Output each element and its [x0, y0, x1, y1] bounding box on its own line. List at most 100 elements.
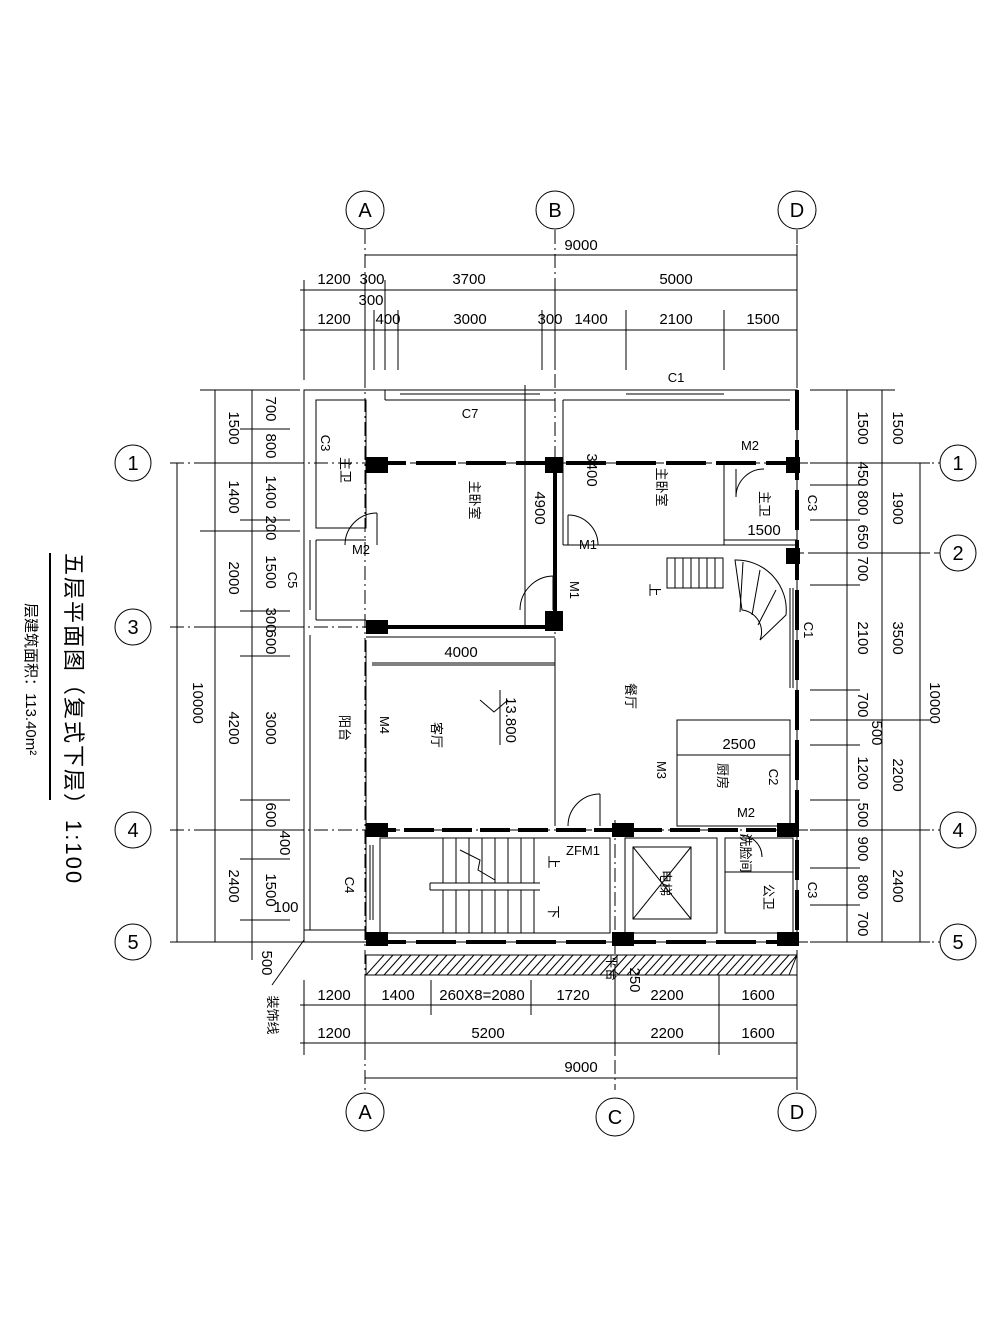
label-c4: C4 — [342, 877, 357, 894]
room-master-bedroom-2: 主卧室 — [654, 467, 669, 506]
dim-left-i-700: 700 — [262, 396, 279, 421]
svg-text:5: 5 — [127, 932, 138, 954]
label-m2-top: M2 — [741, 438, 759, 453]
svg-text:4: 4 — [127, 820, 138, 842]
label-c2: C2 — [766, 769, 781, 786]
svg-text:2: 2 — [952, 543, 963, 565]
label-c1-top: C1 — [668, 370, 685, 385]
svg-text:D: D — [790, 200, 804, 222]
annotation-decor-line: 装饰线 — [265, 995, 280, 1034]
dim-right-o-1900: 1900 — [889, 491, 906, 524]
dim-bot-r1-1600: 1600 — [741, 987, 774, 1004]
label-m2-left: M2 — [352, 542, 370, 557]
dim-left-i-300: 300 — [262, 607, 279, 632]
svg-text:A: A — [358, 1102, 372, 1124]
axis-bubble-top-a: A — [345, 190, 385, 230]
svg-text:D: D — [790, 1102, 804, 1124]
dim-right-o-2400: 2400 — [889, 869, 906, 902]
dim-bot-r2-5200: 5200 — [471, 1025, 504, 1042]
dim-bot-r2-1200: 1200 — [317, 1025, 350, 1042]
axis-bubble-top-d: D — [777, 190, 817, 230]
dim-right-o-2200: 2200 — [889, 758, 906, 791]
svg-text:1: 1 — [952, 453, 963, 475]
dim-left-i-1500b: 1500 — [262, 873, 279, 906]
dim-right-i-700a: 700 — [854, 556, 871, 581]
dim-top-r2-2100: 2100 — [659, 311, 692, 328]
dim-top-r2-1200: 1200 — [317, 311, 350, 328]
axis-bubble-top-b: B — [535, 190, 575, 230]
label-c3-left: C3 — [318, 435, 333, 452]
dim-left-i-100: 100 — [273, 899, 298, 916]
axis-bubble-bottom-c: C — [595, 1097, 635, 1137]
dim-int-250: 250 — [626, 967, 643, 992]
dim-int-4900: 4900 — [531, 491, 548, 524]
label-c7: C7 — [462, 406, 479, 421]
dim-left-i-1500: 1500 — [262, 555, 279, 588]
axis-bubble-bottom-a: A — [345, 1092, 385, 1132]
dim-left-total: 10000 — [189, 682, 206, 724]
room-washroom: 洗脸间 — [738, 833, 753, 872]
axis-bubble-right-2: 2 — [939, 534, 977, 572]
dim-right-i-650: 650 — [854, 524, 871, 549]
dim-left-i-600b: 600 — [262, 802, 279, 827]
dim-left-o-1500: 1500 — [225, 411, 242, 444]
walls — [303, 385, 799, 944]
stair-up-mark-1: 上 — [647, 583, 662, 596]
label-m2-bot: M2 — [737, 805, 755, 820]
elevation-value: 13.800 — [502, 697, 519, 743]
label-m3: M3 — [654, 761, 669, 779]
label-c3-right-top: C3 — [805, 495, 820, 512]
dim-right-i-1500: 1500 — [854, 411, 871, 444]
dim-left-i-1400: 1400 — [262, 475, 279, 508]
dim-bot-r2-1600: 1600 — [741, 1025, 774, 1042]
label-m1-b: M1 — [567, 581, 582, 599]
axis-bubble-left-5: 5 — [114, 923, 152, 961]
axis-bubble-bottom-d: D — [777, 1092, 817, 1132]
dim-top-r1-5000: 5000 — [659, 271, 692, 288]
axis-bubble-right-1: 1 — [939, 444, 977, 482]
dim-bot-total: 9000 — [564, 1059, 597, 1076]
dim-bot-r1-1200: 1200 — [317, 987, 350, 1004]
svg-text:B: B — [548, 200, 561, 222]
dim-right-i-2100: 2100 — [854, 621, 871, 654]
dim-left-o-4200: 4200 — [225, 711, 242, 744]
dim-left-o-2000: 2000 — [225, 561, 242, 594]
stair-upper — [666, 557, 787, 641]
dim-right-i-450: 450 — [854, 461, 871, 486]
dim-right-total: 10000 — [926, 682, 943, 724]
room-dining: 餐厅 — [623, 683, 638, 709]
dim-left-i-3000: 3000 — [262, 711, 279, 744]
dim-left-i-200: 200 — [262, 515, 279, 540]
room-master-bedroom-1: 主卧室 — [467, 480, 482, 519]
svg-text:3: 3 — [127, 617, 138, 639]
dim-int-3400: 3400 — [583, 453, 600, 486]
dim-right-i-700b: 700 — [854, 692, 871, 717]
label-m4: M4 — [377, 716, 392, 734]
room-kitchen: 厨房 — [715, 763, 730, 789]
dim-right-i-800: 800 — [854, 490, 871, 515]
right-dimension-lines — [810, 389, 930, 943]
dim-bot-r1-1720: 1720 — [556, 987, 589, 1004]
decor-strip — [365, 954, 798, 976]
label-c5: C5 — [285, 572, 300, 589]
dim-bot-r1-2200: 2200 — [650, 987, 683, 1004]
room-public-bath: 公卫 — [761, 884, 776, 910]
label-c1-right: C1 — [801, 622, 816, 639]
svg-text:A: A — [358, 200, 372, 222]
dim-bot-r2-2200: 2200 — [650, 1025, 683, 1042]
dim-top-r2-1500: 1500 — [746, 311, 779, 328]
dim-right-o-3500: 3500 — [889, 621, 906, 654]
axis-bubble-left-3: 3 — [114, 608, 152, 646]
top-dimension-lines — [300, 245, 798, 380]
dim-left-i-600a: 600 — [262, 629, 279, 654]
label-m1-a: M1 — [579, 537, 597, 552]
dim-left-o-2400: 2400 — [225, 869, 242, 902]
svg-text:1: 1 — [127, 453, 138, 475]
dim-top-r1-1200: 1200 — [317, 271, 350, 288]
axis-bubble-right-4: 4 — [939, 811, 977, 849]
axis-bubble-left-4: 4 — [114, 811, 152, 849]
door-swings — [344, 468, 765, 858]
bottom-dimension-lines — [300, 975, 798, 1090]
dim-top-r2-1400: 1400 — [574, 311, 607, 328]
